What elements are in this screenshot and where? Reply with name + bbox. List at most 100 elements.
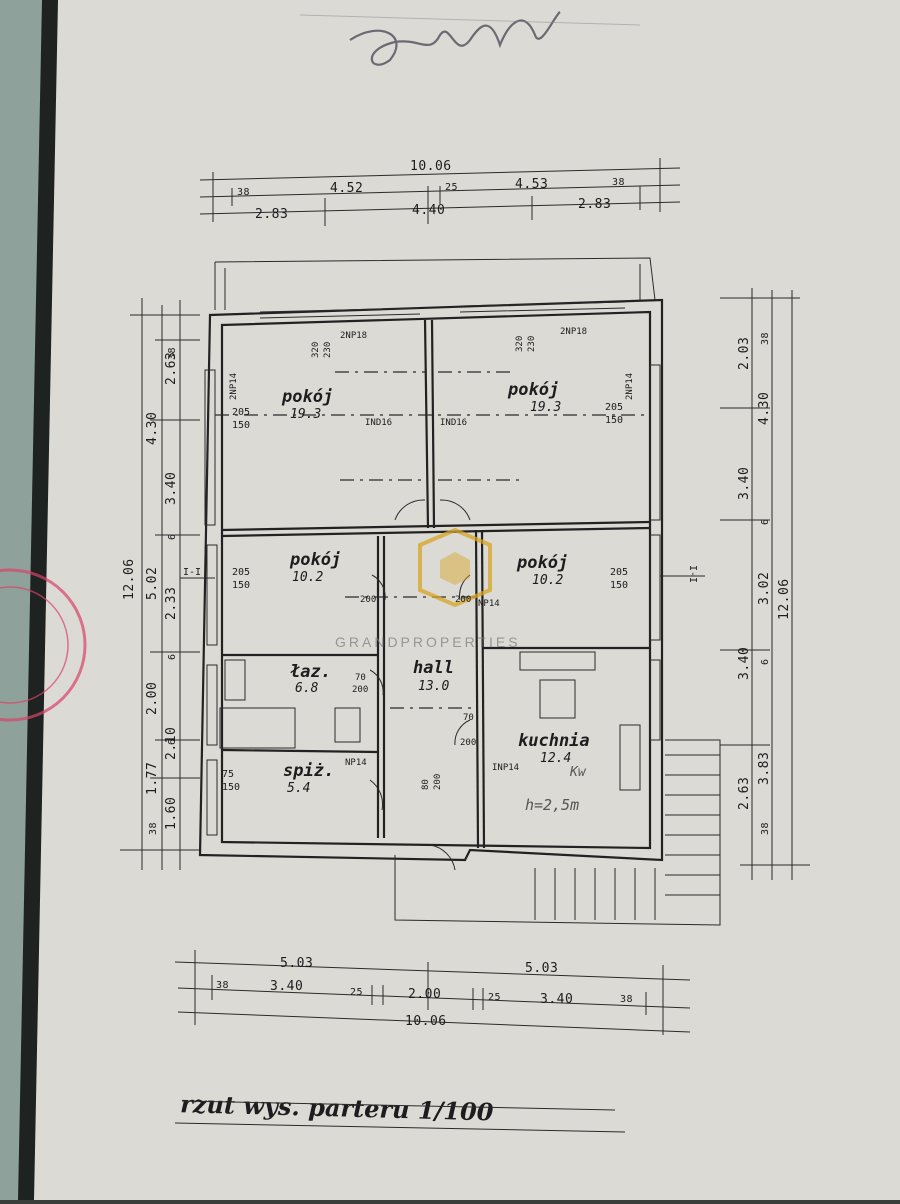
dim-bottom-r2-2: 25: [350, 987, 363, 998]
room-name-0: pokój: [281, 387, 333, 407]
walls: [198, 257, 721, 926]
dims-right: [720, 288, 810, 880]
win-l1-w: 205: [232, 407, 250, 418]
dim-top-r3-0: 2.83: [255, 207, 288, 222]
sill-top-r-1: 320: [515, 336, 525, 352]
section-left: I-I: [183, 567, 201, 578]
dim-bottom-overall: 10.06: [405, 1014, 447, 1029]
dim-right-c3-0: 2.03: [737, 337, 752, 370]
annotations: 205 150 205 150 205 150 205 150 75 150 7…: [180, 327, 705, 793]
dim-bottom-r1-0: 5.03: [280, 956, 313, 971]
dim-top-r3-1: 4.40: [412, 203, 445, 218]
watermark: GRANDPROPERTIES: [335, 527, 521, 650]
dim-right-c3-6: 2.63: [737, 777, 752, 810]
room-name-2: pokój: [289, 550, 341, 570]
room-name-1: pokój: [507, 380, 559, 400]
room-area-2: 10.2: [292, 570, 323, 585]
dim-top-r2-0: 38: [237, 187, 250, 198]
sill-top-l-1: 320: [311, 342, 321, 358]
sill-top-r-2: 230: [527, 336, 537, 352]
room-area-7: 12.4: [540, 751, 571, 766]
door-laz-h: 200: [352, 685, 368, 695]
dim-left-c2-3: 1.77: [145, 762, 160, 795]
dims-top: [199, 158, 681, 226]
dim-left-c3-2: 3.40: [164, 472, 179, 505]
vent-7: NP14: [345, 758, 367, 768]
door-kuch-w: 70: [463, 713, 474, 723]
door-pok3-h: 200: [360, 595, 376, 605]
dim-right-c3-1: 38: [760, 332, 771, 345]
door-80-h: 200: [433, 774, 443, 790]
dim-right-c3-2: 3.40: [737, 467, 752, 500]
dims-bottom: [174, 950, 691, 1035]
win-l2-w: 205: [232, 567, 250, 578]
win-spiz-h: 150: [222, 782, 240, 793]
dim-left-c2-1: 5.02: [145, 567, 160, 600]
vent-0: 2NP18: [340, 331, 367, 341]
dim-top-r2-4: 38: [612, 177, 625, 188]
vent-3: IND16: [440, 418, 467, 428]
room-name-7: kuchnia: [518, 731, 590, 751]
dim-left-c3-6: 2.10: [164, 727, 179, 760]
dim-left-c2-2: 2.00: [145, 682, 160, 715]
room-name-6: spiż.: [283, 761, 334, 781]
dim-left-c3-5: 6: [167, 653, 178, 660]
room-area-3: 10.2: [532, 573, 563, 588]
page-gutter: [18, 0, 58, 1200]
door-pok4-h: 200: [455, 595, 471, 605]
room-area-0: 19.3: [290, 407, 321, 422]
dim-left-c3-0: 38: [167, 347, 178, 360]
dim-top-r2-3: 4.53: [515, 177, 548, 192]
dim-left-overall: 12.06: [122, 558, 137, 600]
dim-bottom-r1-1: 5.03: [525, 961, 558, 976]
vent-4: NP14: [478, 599, 500, 609]
win-spiz-w: 75: [222, 769, 234, 780]
dim-left-c3-4: 2.33: [164, 587, 179, 620]
vent-6: 2NP14: [625, 373, 635, 400]
dim-right-overall: 12.06: [777, 578, 792, 620]
section-right: I-I: [687, 565, 698, 583]
dim-top-r2-1: 4.52: [330, 181, 363, 196]
stamp: [0, 568, 87, 722]
room-area-6: 5.4: [287, 781, 310, 796]
dim-left-c3-8: 1.60: [164, 797, 179, 830]
room-name-4: łaz.: [290, 662, 331, 682]
dim-bottom-r2-1: 3.40: [270, 979, 303, 994]
room-name-3: pokój: [516, 553, 568, 573]
room-labels: pokój 19.3 pokój 19.3 pokój 10.2 pokój 1…: [281, 380, 590, 814]
dim-left-c3-7: 6: [167, 738, 178, 745]
win-r2-w: 205: [610, 567, 628, 578]
win-r1-h: 150: [605, 415, 623, 426]
dim-left-c3-3: 6: [167, 533, 178, 540]
signature: [349, 11, 561, 66]
vent-8: INP14: [492, 763, 519, 773]
height-note: h=2,5m: [525, 796, 579, 814]
dims-left: [120, 298, 200, 870]
dim-right-c2-3: 38: [760, 822, 771, 835]
dim-left-c2-4: 38: [148, 822, 159, 835]
dim-right-c3-4: 3.40: [737, 647, 752, 680]
door-80-w: 80: [421, 779, 431, 790]
dim-top-r3-2: 2.83: [578, 197, 611, 212]
dim-top-r2-2: 25: [445, 182, 458, 193]
win-l2-h: 150: [232, 580, 250, 591]
dim-right-c3-5: 6: [760, 658, 771, 665]
win-r2-h: 150: [610, 580, 628, 591]
dim-bottom-r2-4: 25: [488, 992, 501, 1003]
vent-1: 2NP18: [560, 327, 587, 337]
dim-right-c3-3: 6: [760, 518, 771, 525]
sill-top-l-2: 230: [323, 342, 333, 358]
room-name-5: hall: [413, 658, 454, 678]
vent-5: 2NP14: [229, 373, 239, 400]
dim-bottom-r2-3: 2.00: [408, 987, 441, 1002]
dim-top-overall: 10.06: [410, 159, 452, 174]
dim-bottom-r2-0: 38: [216, 980, 229, 991]
dim-right-c2-2: 3.83: [757, 752, 772, 785]
dim-left-c2-0: 4.30: [145, 412, 160, 445]
win-r1-w: 205: [605, 402, 623, 413]
watermark-text: GRANDPROPERTIES: [335, 634, 521, 650]
dim-right-c2-1: 3.02: [757, 572, 772, 605]
dim-right-c2-0: 4.30: [757, 392, 772, 425]
